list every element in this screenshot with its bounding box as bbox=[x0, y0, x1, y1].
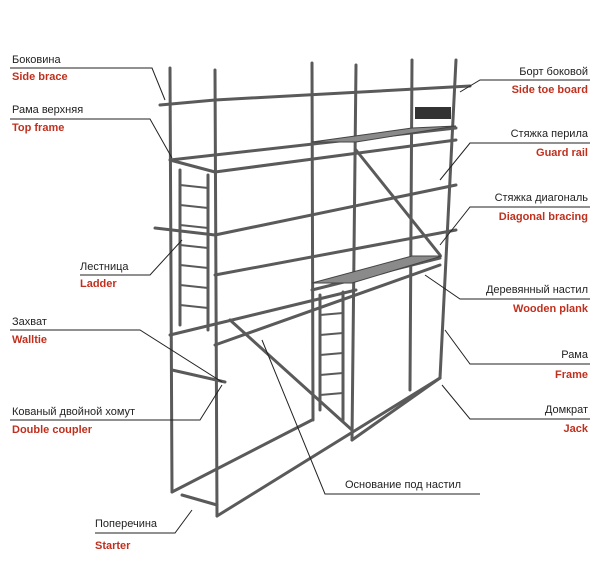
toe-board bbox=[415, 107, 451, 119]
wooden-plank-ru: Деревянный настил bbox=[485, 284, 588, 296]
diagonal-bracing-ru: Стяжка диагональ bbox=[494, 192, 588, 204]
jack-en: Jack bbox=[563, 423, 588, 435]
frame-en: Frame bbox=[554, 369, 588, 381]
side-toe-board-ru: Борт боковой bbox=[519, 66, 588, 78]
walltie-ru: Захват bbox=[12, 316, 47, 328]
leader-lines bbox=[10, 67, 590, 534]
guard-rail-en: Guard rail bbox=[536, 147, 588, 159]
walltie-en: Walltie bbox=[12, 334, 48, 346]
scaffold-pipes bbox=[153, 58, 472, 518]
plank-base-ru: Основание под настил bbox=[345, 479, 462, 491]
side-brace-en: Side brace bbox=[12, 71, 68, 83]
top-frame-en: Top frame bbox=[12, 122, 65, 134]
ladder-ru: Лестница bbox=[80, 261, 129, 273]
double-coupler-ru: Кованый двойной хомут bbox=[12, 406, 136, 418]
frame-ru: Рама bbox=[561, 349, 588, 361]
top-plank bbox=[311, 125, 457, 143]
diagonal-bracing-en: Diagonal bracing bbox=[498, 211, 588, 223]
ladder-en: Ladder bbox=[80, 278, 117, 290]
ladder-rungs bbox=[179, 184, 344, 396]
starter-en: Starter bbox=[95, 540, 131, 552]
side-brace-ru: Боковина bbox=[12, 54, 61, 66]
side-toe-board-en: Side toe board bbox=[511, 84, 588, 96]
jack-ru: Домкрат bbox=[544, 404, 588, 416]
starter-ru: Поперечина bbox=[95, 518, 158, 530]
top-frame-ru: Рама верхняя bbox=[12, 104, 84, 116]
wooden-plank-en: Wooden plank bbox=[513, 303, 588, 315]
guard-rail-ru: Стяжка перила bbox=[510, 128, 588, 140]
double-coupler-en: Double coupler bbox=[12, 424, 93, 436]
middle-plank bbox=[311, 255, 443, 284]
